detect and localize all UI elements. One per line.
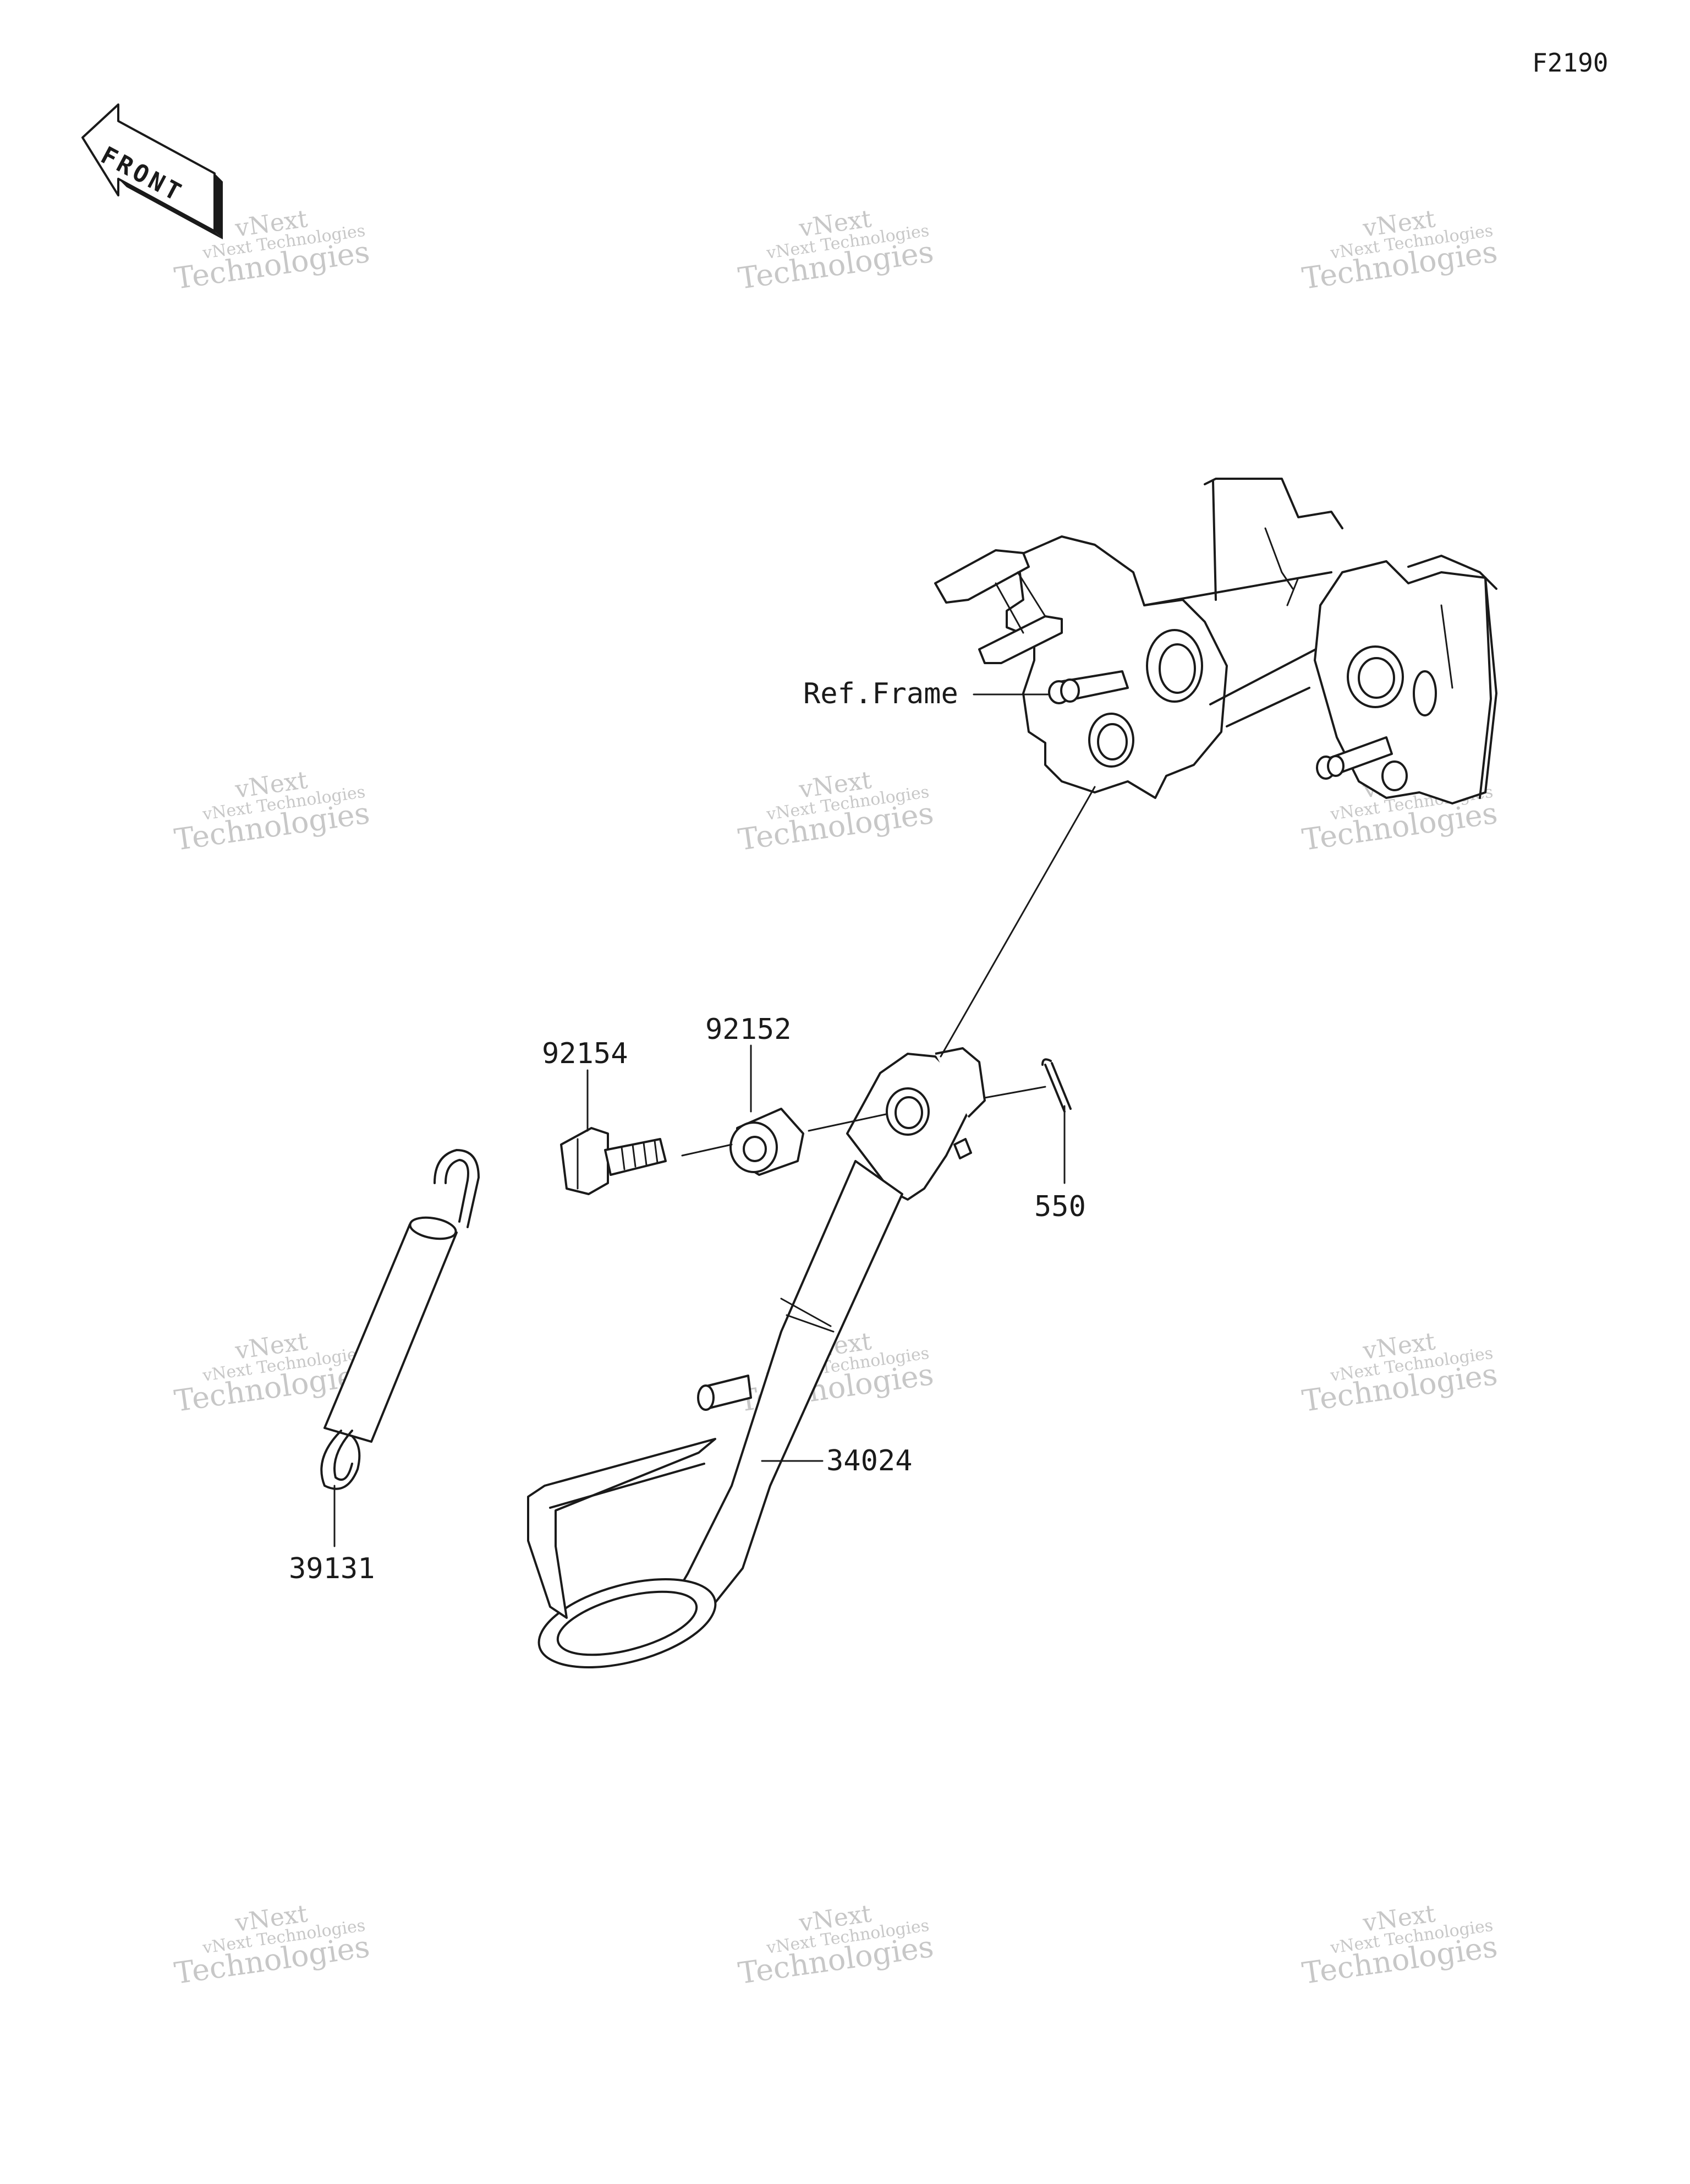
leader-lines [333, 693, 1096, 1547]
frame-bracket [934, 478, 1497, 804]
label-34024[interactable]: 34024 [826, 1444, 913, 1477]
side-stand [527, 1047, 986, 1668]
label-550[interactable]: 550 [1034, 1190, 1086, 1223]
collar-part [729, 1108, 804, 1176]
label-92154[interactable]: 92154 [542, 1037, 628, 1070]
label-92152[interactable]: 92152 [705, 1013, 792, 1046]
cotter-pin-part [1041, 1058, 1072, 1113]
front-arrow-icon: FRONT [81, 103, 223, 239]
label-ref-frame[interactable]: Ref.Frame [803, 677, 958, 710]
bolt-part [560, 1127, 667, 1195]
figure-code: F2190 [1532, 48, 1608, 78]
spring-part [320, 1149, 480, 1490]
label-39131[interactable]: 39131 [289, 1552, 375, 1585]
